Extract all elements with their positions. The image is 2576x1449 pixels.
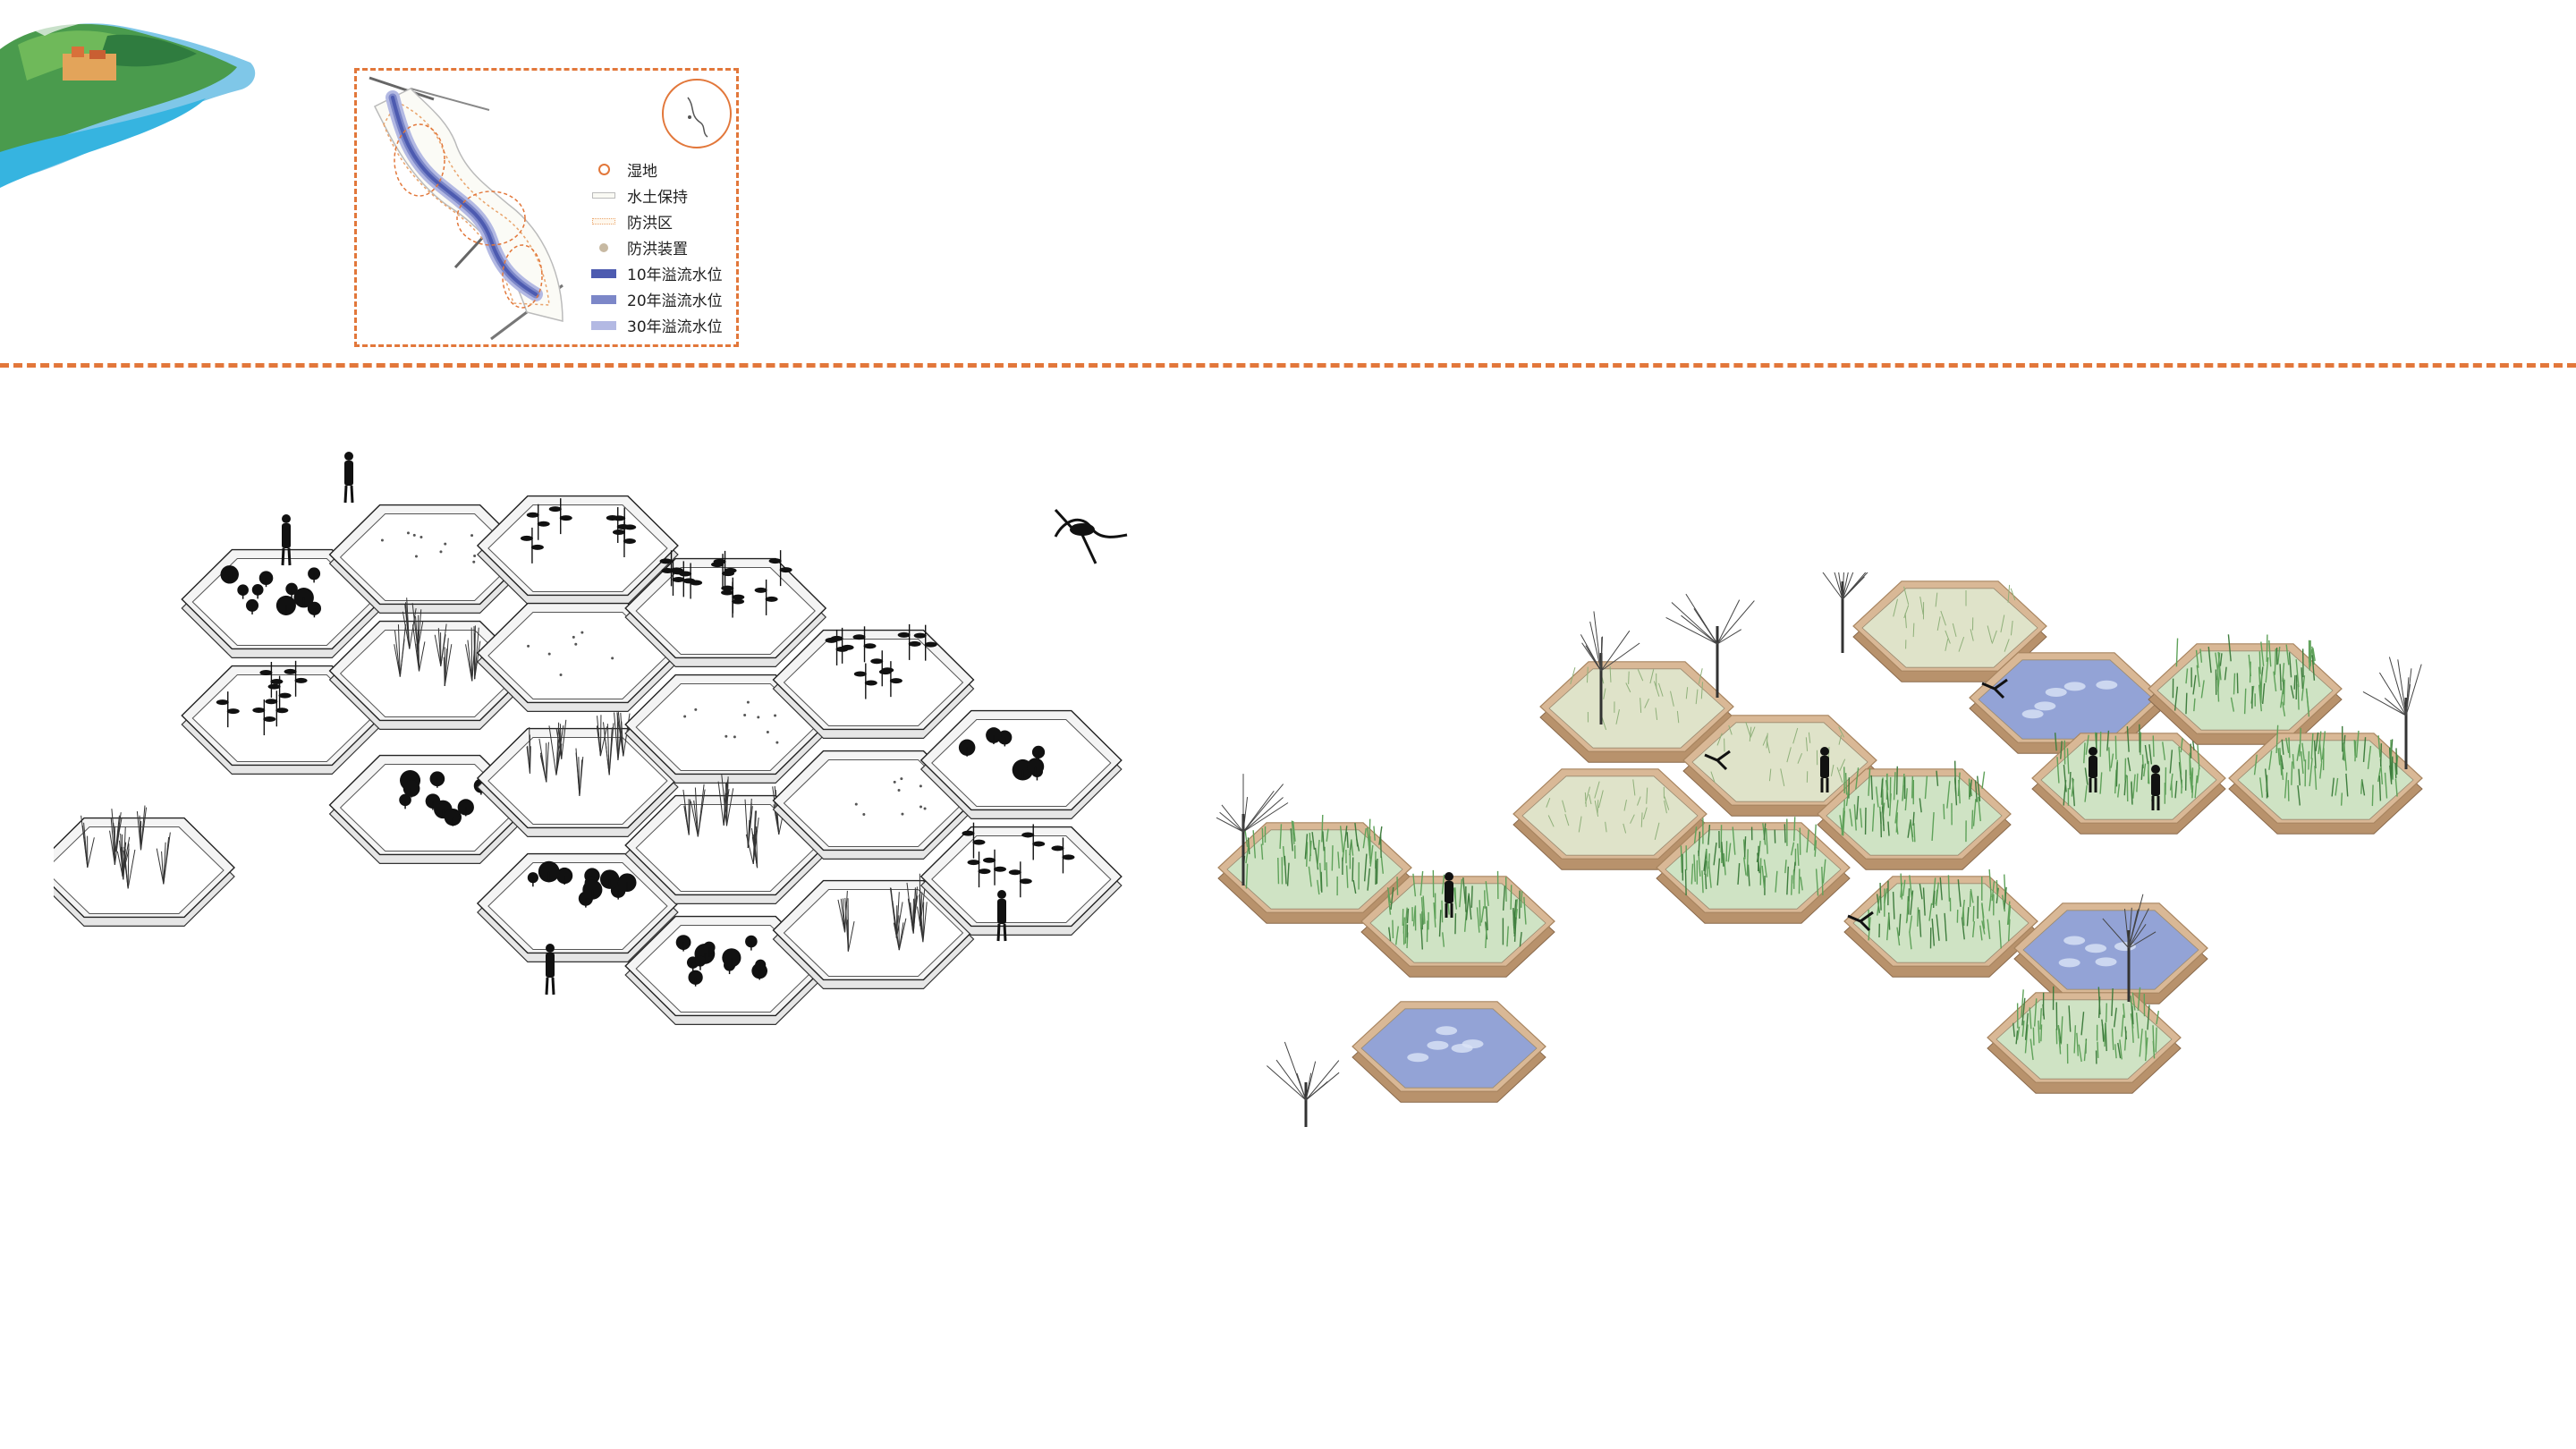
person-silhouette-icon — [1820, 747, 1829, 792]
legend-item-wetland: 湿地 — [591, 157, 743, 182]
person-silhouette-icon — [545, 944, 555, 996]
planting-hexagon — [476, 710, 679, 837]
flood-zone-swatch-icon — [592, 218, 615, 225]
legend-label: 防洪装置 — [627, 241, 688, 258]
legend-label: 30年溢流水位 — [627, 318, 723, 336]
planting-hexagon — [772, 750, 975, 860]
planting-hexagon — [624, 674, 827, 784]
site-map-panel: 湿地 水土保持 防洪区 防洪装置 10年溢流水位 20年溢流水位 30年溢流水位 — [354, 68, 739, 347]
tree-icon — [1822, 572, 1868, 653]
flamingo-icon — [1054, 508, 1128, 564]
person-silhouette-icon — [281, 514, 292, 566]
legend-item-soil-conservation: 水土保持 — [591, 182, 743, 208]
legend-label: 水土保持 — [627, 189, 688, 207]
person-silhouette-icon — [343, 452, 354, 504]
20yr-swatch-icon — [591, 294, 616, 304]
tree-icon — [1580, 611, 1640, 724]
wetland-hexagon — [2031, 724, 2226, 835]
bird-icon — [1847, 911, 1874, 932]
wetland-hexagon — [1217, 815, 1412, 924]
wetland-hexagon — [2228, 724, 2423, 835]
planting-hexagon — [624, 915, 827, 1026]
legend-label: 湿地 — [627, 163, 657, 181]
wetland-hexagon — [1987, 986, 2182, 1094]
site-map — [369, 76, 732, 341]
person-silhouette-icon — [2151, 765, 2160, 810]
10yr-swatch-icon — [591, 268, 616, 278]
bird-icon — [1981, 678, 2008, 699]
flood-device-swatch-icon — [599, 242, 608, 252]
legend-item-20yr: 20年溢流水位 — [591, 286, 743, 312]
planting-hexagon — [624, 775, 827, 905]
person-silhouette-icon — [2089, 747, 2097, 792]
wetland-hexagon — [1843, 869, 2038, 978]
wetland-hexagon — [1682, 715, 1877, 817]
planting-hexagon — [54, 805, 235, 928]
tree-icon — [1216, 774, 1289, 886]
soil-conservation-swatch-icon — [592, 192, 615, 199]
legend-item-10yr: 10年溢流水位 — [591, 260, 743, 286]
hexagon-wetland-diagram-color — [1216, 572, 2423, 1127]
legend-item-30yr: 30年溢流水位 — [591, 312, 743, 338]
section-divider — [0, 363, 2576, 368]
person-silhouette-icon — [996, 890, 1007, 942]
wetland-hexagon — [1817, 760, 2012, 870]
planting-hexagon — [772, 873, 975, 990]
wetland-hexagon — [2148, 634, 2343, 745]
wetland-hexagon — [1513, 768, 1707, 870]
person-silhouette-icon — [1445, 872, 1453, 918]
hexagon-planting-diagram-bw — [54, 452, 1128, 1026]
planting-hexagon — [919, 822, 1123, 936]
bird-icon — [1704, 750, 1731, 771]
planting-hexagon — [476, 852, 679, 963]
map-legend: 湿地 水土保持 防洪区 防洪装置 10年溢流水位 20年溢流水位 30年溢流水位 — [591, 157, 743, 338]
planting-hexagon — [624, 550, 827, 667]
wetland-hexagon — [1969, 652, 2164, 754]
tree-icon — [2362, 657, 2422, 769]
planting-hexagon — [476, 602, 679, 712]
planting-hexagon — [328, 504, 531, 614]
tree-icon — [1267, 1041, 1340, 1127]
wetland-hexagon — [1656, 817, 1851, 924]
wetland-swatch-icon — [597, 164, 610, 175]
wetland-hexagon — [1539, 661, 1734, 763]
wetland-hexagon — [2013, 902, 2208, 1004]
legend-item-flood-zone: 防洪区 — [591, 208, 743, 234]
legend-label: 20年溢流水位 — [627, 292, 723, 310]
planting-hexagon — [181, 548, 384, 658]
planting-hexagon — [476, 495, 679, 605]
legend-item-flood-device: 防洪装置 — [591, 234, 743, 260]
corner-landscape-illustration — [0, 0, 268, 192]
tree-icon — [2102, 894, 2157, 1002]
tree-icon — [1665, 593, 1755, 698]
planting-hexagon — [181, 660, 384, 775]
legend-label: 防洪区 — [627, 215, 673, 233]
planting-hexagon — [919, 709, 1123, 819]
wetland-hexagon — [1352, 1001, 1546, 1103]
planting-hexagon — [772, 623, 975, 739]
30yr-swatch-icon — [591, 320, 616, 330]
legend-label: 10年溢流水位 — [627, 267, 723, 284]
wetland-hexagon — [1360, 869, 1555, 978]
